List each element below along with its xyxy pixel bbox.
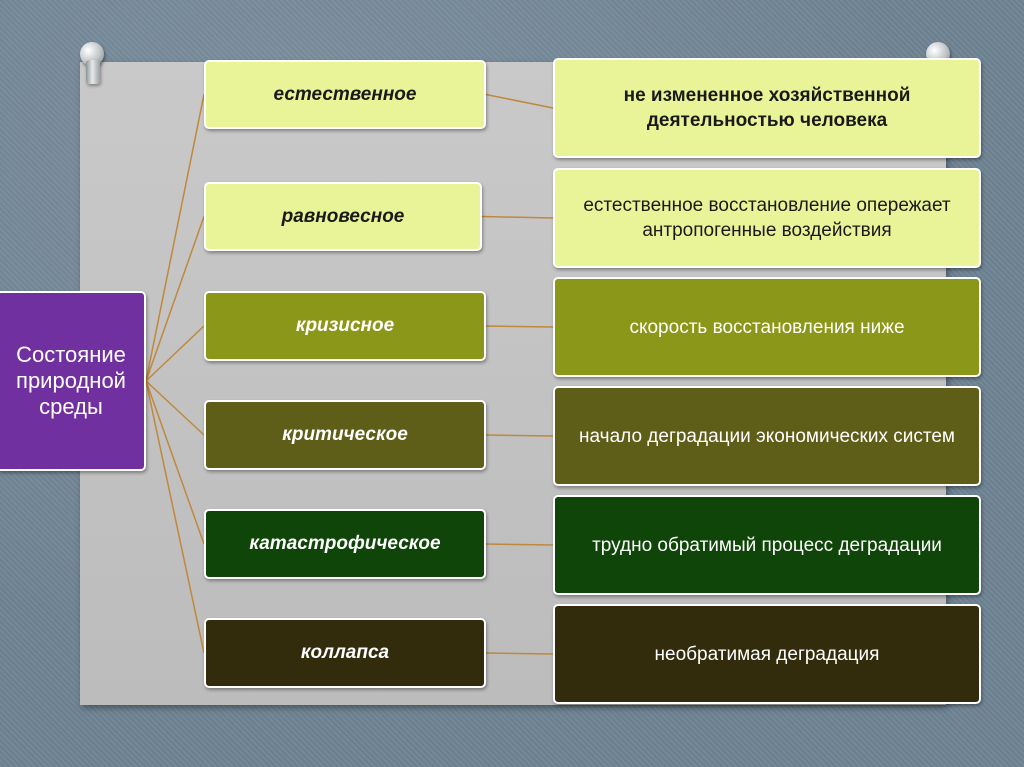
connector-root-to-level [145, 216, 205, 382]
level-label: критическое [282, 424, 408, 445]
connector-level-to-description [485, 434, 554, 437]
connector-root-to-level [145, 94, 205, 382]
description-text: скорость восстановления ниже [629, 316, 905, 338]
connector-level-to-description [481, 215, 554, 219]
level-label: естественное [273, 83, 417, 105]
level-box-critical: критическое [204, 400, 486, 470]
description-text: необратимая деградация [654, 643, 880, 665]
description-box-catastrophic: трудно обратимый процесс деградации [553, 495, 981, 595]
connector-root-to-level [145, 380, 205, 545]
level-box-catastrophic: катастрофическое [204, 509, 486, 579]
level-label: коллапса [300, 642, 390, 663]
root-label: Состояние природной среды [16, 342, 126, 419]
pushpin-icon [76, 42, 112, 86]
description-text: не измененное хозяйственной деятельность… [623, 85, 911, 131]
level-box-collapse: коллапса [204, 618, 486, 688]
description-text: начало деградации экономических систем [579, 425, 955, 447]
connector-root-to-level [145, 325, 205, 382]
connector-root-to-level [145, 380, 205, 436]
level-label: катастрофическое [249, 533, 441, 554]
level-box-natural: естественное [204, 60, 486, 129]
description-box-equilibrium: естественное восстановление опережает ан… [553, 168, 981, 268]
connector-root-to-level [145, 380, 205, 654]
description-box-crisis: скорость восстановления ниже [553, 277, 981, 377]
connector-level-to-description [485, 93, 554, 109]
level-box-crisis: кризисное [204, 291, 486, 361]
description-box-critical: начало деградации экономических систем [553, 386, 981, 486]
level-label: кризисное [295, 315, 395, 336]
level-box-equilibrium: равновесное [204, 182, 482, 251]
connector-level-to-description [485, 543, 554, 546]
connector-level-to-description [485, 325, 554, 328]
root-node: Состояние природной среды [0, 291, 146, 471]
level-label: равновесное [281, 205, 405, 227]
description-box-natural: не измененное хозяйственной деятельность… [553, 58, 981, 158]
connector-level-to-description [485, 652, 554, 655]
description-text: трудно обратимый процесс деградации [592, 534, 942, 556]
description-text: естественное восстановление опережает ан… [583, 195, 951, 241]
description-box-collapse: необратимая деградация [553, 604, 981, 704]
